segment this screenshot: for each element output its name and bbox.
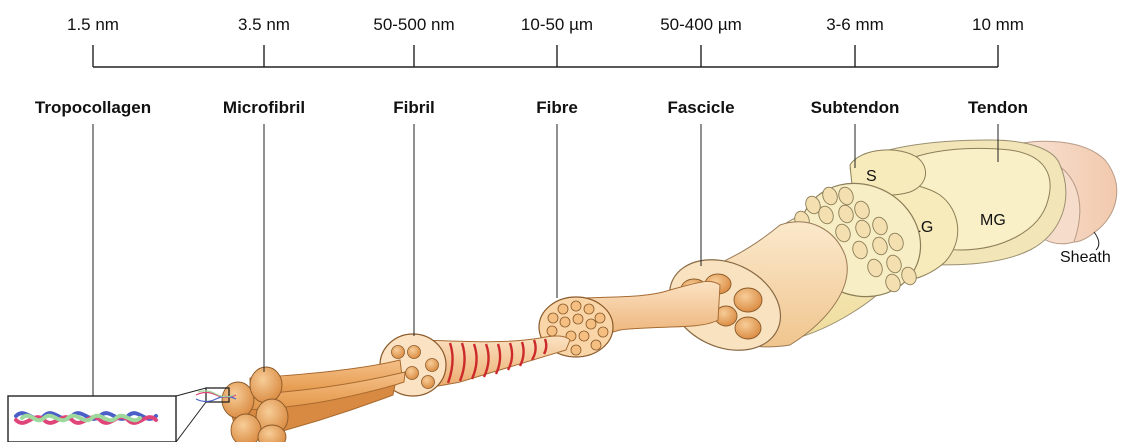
label-mg: MG <box>980 212 1006 229</box>
title-tendon: Tendon <box>968 98 1028 117</box>
title-fibril: Fibril <box>393 98 435 117</box>
scale-label-fibril: 50-500 nm <box>373 15 454 34</box>
title-microfibril: Microfibril <box>223 98 305 117</box>
label-sheath: Sheath <box>1060 249 1111 266</box>
title-tropocollagen: Tropocollagen <box>35 98 151 117</box>
title-fibre: Fibre <box>536 98 578 117</box>
title-subtendon: Subtendon <box>811 98 900 117</box>
size-scale-bar: 1.5 nm 3.5 nm 50-500 nm 10-50 µm 50-400 … <box>67 15 1024 67</box>
scale-label-tropocollagen: 1.5 nm <box>67 15 119 34</box>
scale-label-tendon: 10 mm <box>972 15 1024 34</box>
fibril-illustration <box>380 334 570 396</box>
level-titles: Tropocollagen Microfibril Fibril Fibre F… <box>35 98 1028 117</box>
scale-label-microfibril: 3.5 nm <box>238 15 290 34</box>
tropocollagen-inset <box>8 388 206 442</box>
scale-label-fibre: 10-50 µm <box>521 15 593 34</box>
microfibril-illustration <box>196 360 405 442</box>
scale-label-fascicle: 50-400 µm <box>660 15 742 34</box>
scale-label-subtendon: 3-6 mm <box>826 15 884 34</box>
title-fascicle: Fascicle <box>667 98 734 117</box>
label-s: S <box>866 168 877 185</box>
